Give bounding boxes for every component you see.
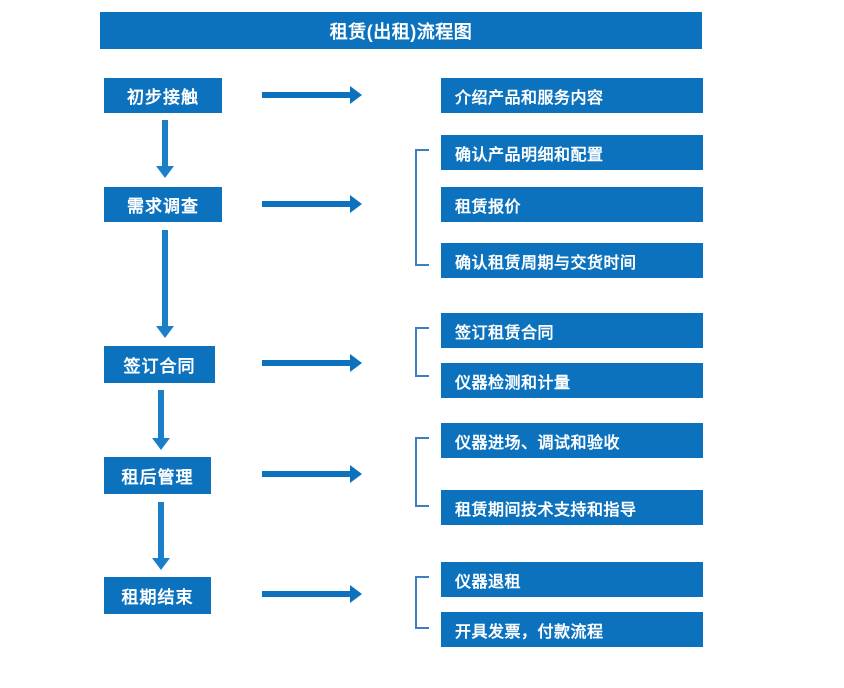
vertical-arrow-3 — [152, 390, 170, 450]
detail-box-8[interactable]: 租赁期间技术支持和指导 — [441, 490, 703, 525]
arrow-shaft — [262, 360, 350, 366]
arrow-shaft — [162, 230, 168, 326]
stage-label: 签订合同 — [123, 357, 196, 376]
group-bracket-3 — [415, 327, 429, 377]
vertical-arrow-4 — [152, 502, 170, 570]
detail-label: 确认产品明细和配置 — [455, 146, 604, 164]
detail-box-2[interactable]: 确认产品明细和配置 — [441, 135, 703, 170]
detail-label: 开具发票，付款流程 — [455, 623, 604, 641]
arrow-head-icon — [350, 195, 362, 213]
detail-label: 仪器退租 — [455, 573, 522, 591]
page-title: 租赁(出租)流程图 — [100, 12, 702, 49]
stage-box-3[interactable]: 签订合同 — [104, 346, 215, 383]
arrow-shaft — [262, 92, 350, 98]
vertical-arrow-2 — [156, 230, 174, 338]
group-bracket-2 — [415, 149, 429, 266]
stage-box-5[interactable]: 租期结束 — [104, 577, 211, 614]
arrow-head-icon — [350, 465, 362, 483]
stage-label: 租期结束 — [121, 588, 194, 607]
detail-label: 租赁期间技术支持和指导 — [455, 501, 637, 519]
detail-box-6[interactable]: 仪器检测和计量 — [441, 363, 703, 398]
group-bracket-5 — [415, 576, 429, 629]
detail-box-1[interactable]: 介绍产品和服务内容 — [441, 78, 703, 113]
arrow-head-icon — [152, 558, 170, 570]
stage-label: 租后管理 — [121, 468, 194, 487]
detail-label: 仪器检测和计量 — [455, 374, 571, 392]
horizontal-arrow-3 — [262, 354, 362, 372]
arrow-head-icon — [156, 166, 174, 178]
arrow-shaft — [158, 502, 164, 558]
detail-label: 确认租赁周期与交货时间 — [455, 254, 637, 272]
horizontal-arrow-4 — [262, 465, 362, 483]
arrow-shaft — [262, 471, 350, 477]
horizontal-arrow-5 — [262, 585, 362, 603]
arrow-shaft — [262, 591, 350, 597]
arrow-head-icon — [152, 438, 170, 450]
detail-box-7[interactable]: 仪器进场、调试和验收 — [441, 423, 703, 458]
arrow-shaft — [262, 201, 350, 207]
arrow-head-icon — [350, 86, 362, 104]
arrow-head-icon — [156, 326, 174, 338]
horizontal-arrow-1 — [262, 86, 362, 104]
group-bracket-4 — [415, 437, 429, 507]
arrow-head-icon — [350, 354, 362, 372]
detail-label: 介绍产品和服务内容 — [455, 89, 604, 107]
detail-box-10[interactable]: 开具发票，付款流程 — [441, 612, 703, 647]
detail-box-3[interactable]: 租赁报价 — [441, 187, 703, 222]
arrow-shaft — [162, 120, 168, 166]
detail-label: 租赁报价 — [455, 198, 522, 216]
detail-box-5[interactable]: 签订租赁合同 — [441, 313, 703, 348]
stage-box-4[interactable]: 租后管理 — [104, 457, 211, 494]
stage-label: 需求调查 — [127, 197, 199, 216]
vertical-arrow-1 — [156, 120, 174, 178]
detail-box-9[interactable]: 仪器退租 — [441, 562, 703, 597]
stage-label: 初步接触 — [127, 88, 199, 107]
arrow-shaft — [158, 390, 164, 438]
stage-box-2[interactable]: 需求调查 — [104, 187, 222, 222]
horizontal-arrow-2 — [262, 195, 362, 213]
arrow-head-icon — [350, 585, 362, 603]
detail-box-4[interactable]: 确认租赁周期与交货时间 — [441, 243, 703, 278]
stage-box-1[interactable]: 初步接触 — [104, 78, 222, 113]
detail-label: 签订租赁合同 — [455, 324, 555, 342]
detail-label: 仪器进场、调试和验收 — [455, 434, 621, 452]
